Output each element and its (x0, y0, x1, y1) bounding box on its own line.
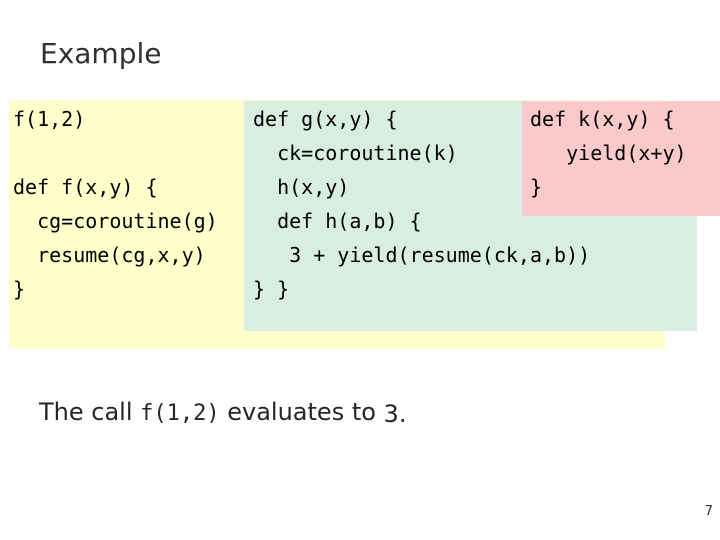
caption-code: f(1,2) (140, 401, 220, 426)
caption: The call f(1,2) evaluates to 3. (39, 398, 407, 428)
caption-prefix: The call (39, 398, 141, 426)
code-line: yield(x+y) (530, 141, 687, 165)
code-line: } } (253, 277, 290, 301)
code-line: } (530, 175, 543, 199)
code-line: cg=coroutine(g) (13, 209, 218, 233)
caption-result: 3. (383, 400, 407, 428)
caption-middle: evaluates to (219, 398, 384, 426)
code-line: h(x,y) (253, 175, 350, 199)
code-line: 3 + yield(resume(ck,a,b)) (253, 243, 591, 267)
code-block-k-coroutine: def k(x,y) { yield(x+y) } (522, 101, 720, 216)
slide-title: Example (40, 37, 162, 70)
code-line: def k(x,y) { (530, 107, 675, 131)
code-line: resume(cg,x,y) (13, 243, 206, 267)
code-line: } (13, 277, 26, 301)
code-line: f(1,2) (13, 107, 86, 131)
code-line: def h(a,b) { (253, 209, 422, 233)
code-line: ck=coroutine(k) (253, 141, 458, 165)
code-line: def f(x,y) { (13, 175, 158, 199)
page-number: 7 (704, 504, 713, 519)
code-line: def g(x,y) { (253, 107, 398, 131)
